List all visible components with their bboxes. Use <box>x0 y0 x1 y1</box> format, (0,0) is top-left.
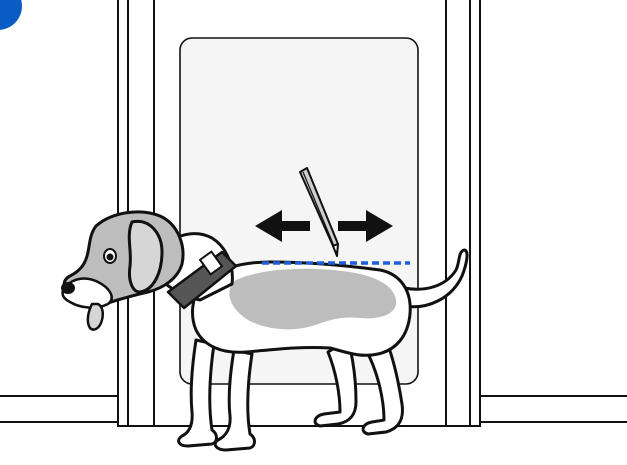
dog-collar <box>166 250 238 310</box>
dog-body-spot <box>229 268 397 330</box>
step-badge <box>0 0 22 30</box>
dog-tail <box>402 248 469 309</box>
dog-eye <box>103 248 117 264</box>
dog-tongue <box>86 302 105 331</box>
dog-ear <box>127 219 164 294</box>
pencil-icon <box>299 167 339 257</box>
dog-muzzle <box>61 277 113 309</box>
floor <box>0 395 627 423</box>
dog-front-legs <box>177 338 256 452</box>
left-right-arrow-icon <box>255 210 393 242</box>
dog-nose <box>61 282 75 294</box>
